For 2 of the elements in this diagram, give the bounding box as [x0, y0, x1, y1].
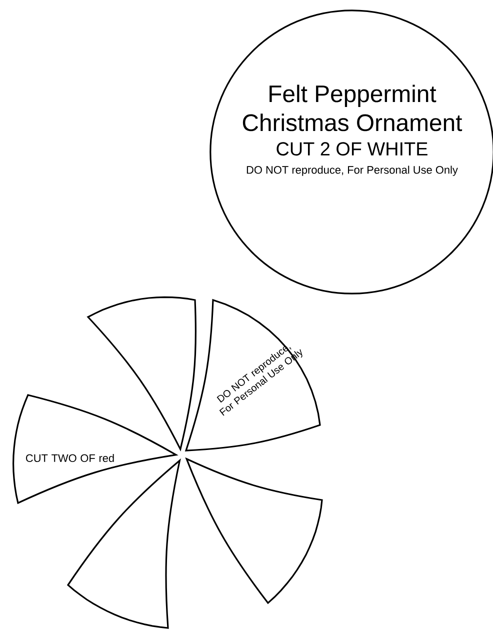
wedge-shape — [87, 296, 197, 450]
wedge-shape — [186, 458, 323, 604]
